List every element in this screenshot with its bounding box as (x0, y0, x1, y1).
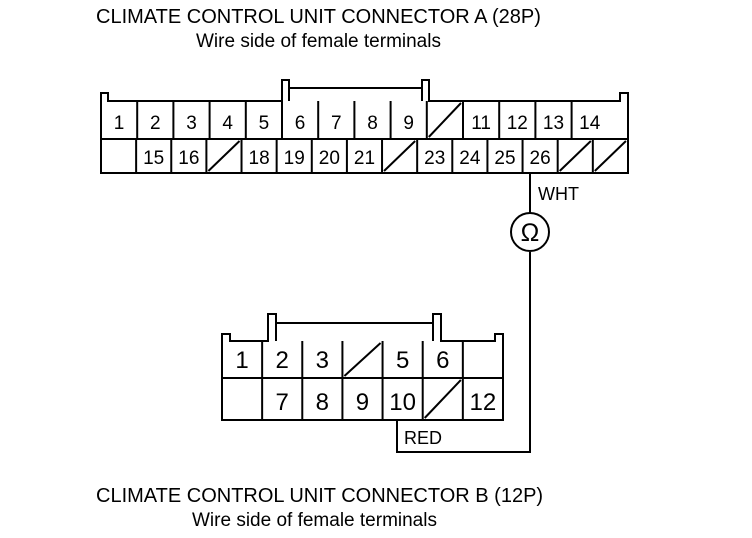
connector-b-terminal: 12 (470, 389, 497, 416)
connector-a-terminal: 11 (471, 113, 491, 134)
connector-a-terminal: 25 (494, 148, 515, 169)
connector-b-terminal: 7 (276, 389, 289, 416)
connector-b-terminal: 3 (316, 347, 329, 374)
connector-b-empty-slot (423, 379, 462, 419)
connector-a-empty-slot (558, 140, 592, 172)
connector-a-empty-slot (594, 140, 627, 172)
ohmmeter-icon (510, 212, 550, 252)
connector-a-terminal: 13 (543, 113, 564, 134)
connector-a-lock-inner (288, 88, 423, 101)
connector-b-terminal: 1 (235, 347, 248, 374)
connector-a-terminal: 4 (222, 113, 233, 134)
connector-b-terminal: 8 (316, 389, 329, 416)
red-wire (396, 252, 531, 453)
connector-a-terminal: 19 (284, 148, 305, 169)
connector-b-title: CLIMATE CONTROL UNIT CONNECTOR B (12P) (96, 485, 544, 507)
connector-a-terminal: 7 (331, 113, 342, 134)
connector-a-terminal: 23 (424, 148, 445, 169)
connector-b-subtitle: Wire side of female terminals (192, 510, 437, 531)
connector-a-subtitle: Wire side of female terminals (196, 31, 441, 52)
connector-a-terminal: 18 (249, 148, 270, 169)
connector-b-terminal: 5 (396, 347, 409, 374)
connector-a-title: CLIMATE CONTROL UNIT CONNECTOR A (28P) (96, 6, 541, 28)
connector-a-terminal: 5 (259, 113, 270, 134)
connector-a-terminal: 14 (579, 113, 601, 134)
connector-b-terminal: 10 (389, 389, 416, 416)
connector-a-terminal: 26 (530, 148, 551, 169)
connector-b-terminal: 9 (356, 389, 369, 416)
connector-a-empty-slot (207, 140, 241, 172)
red-wire-label: RED (404, 428, 442, 448)
connector-a-empty-slot (428, 102, 462, 138)
connector-b-terminal: 2 (276, 347, 289, 374)
connector-a-terminal: 20 (319, 148, 340, 169)
connector-a-terminal: 21 (354, 148, 375, 169)
connector-b-lock-inner (275, 323, 434, 341)
connector-a-terminal: 9 (403, 113, 414, 134)
wht-wire-label: WHT (538, 184, 579, 204)
connector-a-terminal: 2 (150, 113, 161, 134)
connector-a-terminal: 3 (186, 113, 197, 134)
connector-b-empty-slot (343, 342, 382, 377)
connector-a-terminal: 16 (178, 148, 199, 169)
connector-a-terminal: 24 (459, 148, 481, 169)
ohm-symbol: Ω (521, 219, 540, 247)
connector-a-terminal: 12 (507, 113, 528, 134)
connector-a-terminal: 6 (295, 113, 306, 134)
connector-a-terminal: 1 (114, 113, 125, 134)
connector-a-terminal: 15 (143, 148, 164, 169)
connector-a-empty-slot (383, 140, 416, 172)
connector-a-terminal: 8 (367, 113, 378, 134)
connector-b-terminal: 6 (436, 347, 449, 374)
